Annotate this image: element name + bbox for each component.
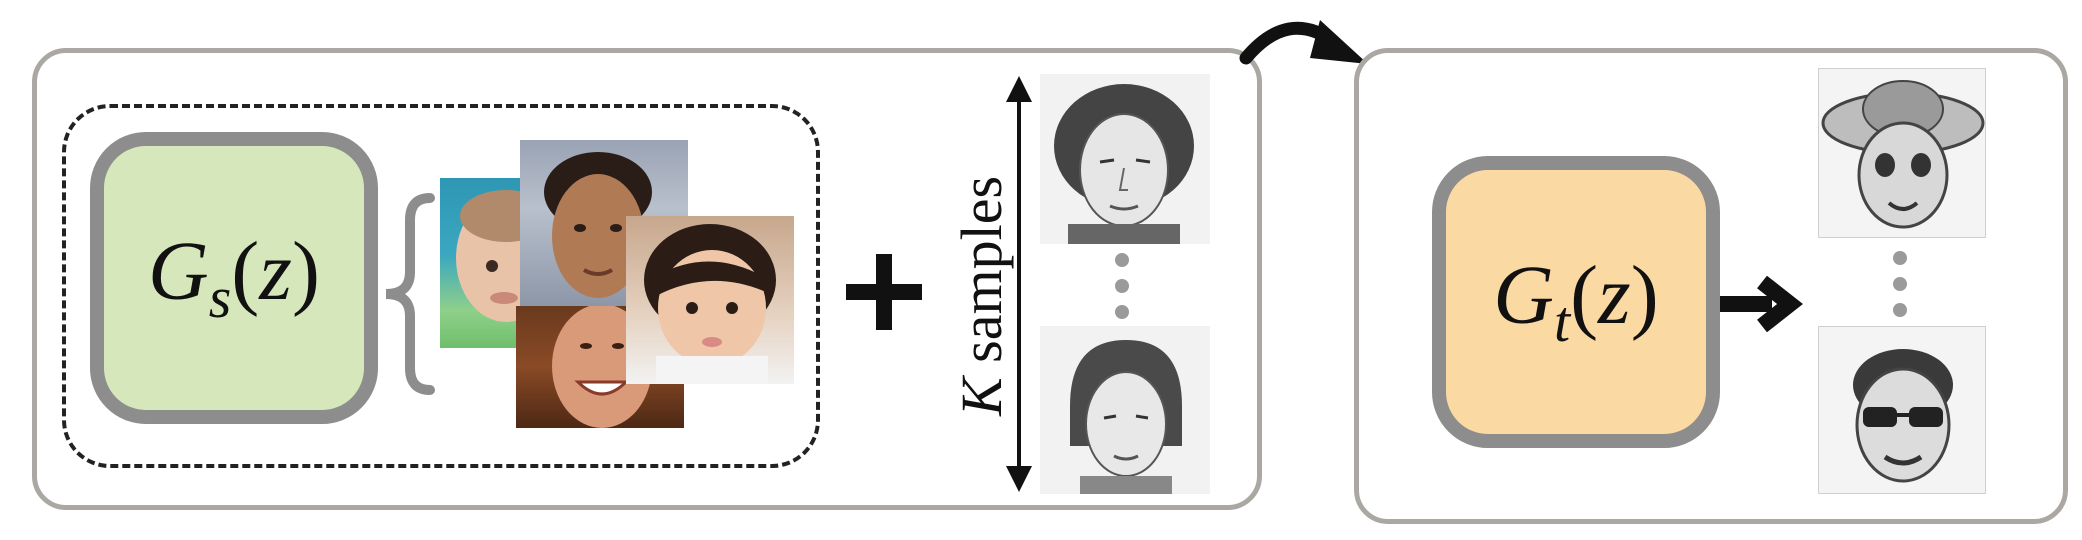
toddler-face-photo [626, 216, 794, 384]
curly-brace-icon [385, 193, 435, 395]
vertical-ellipsis-2 [1892, 250, 1908, 320]
double-arrow-icon [1006, 76, 1032, 492]
source-generator-box: Gs(z) [90, 132, 378, 424]
right-arrow-icon [1720, 275, 1803, 333]
sketch-man-with-hat [1818, 68, 1986, 238]
sketch-man-with-sunglasses [1818, 326, 1986, 494]
target-generator-box: Gt(z) [1432, 156, 1720, 448]
vertical-ellipsis-1 [1114, 252, 1130, 322]
source-generator-group [62, 104, 820, 468]
sketch-woman-bob-hair [1040, 326, 1210, 494]
source-generator-label: Gs(z) [148, 224, 320, 330]
target-generator-label: Gt(z) [1493, 248, 1659, 354]
plus-icon [846, 254, 922, 330]
curved-arrow-icon [1239, 20, 1368, 65]
sketch-woman-curly-hair [1040, 74, 1210, 244]
